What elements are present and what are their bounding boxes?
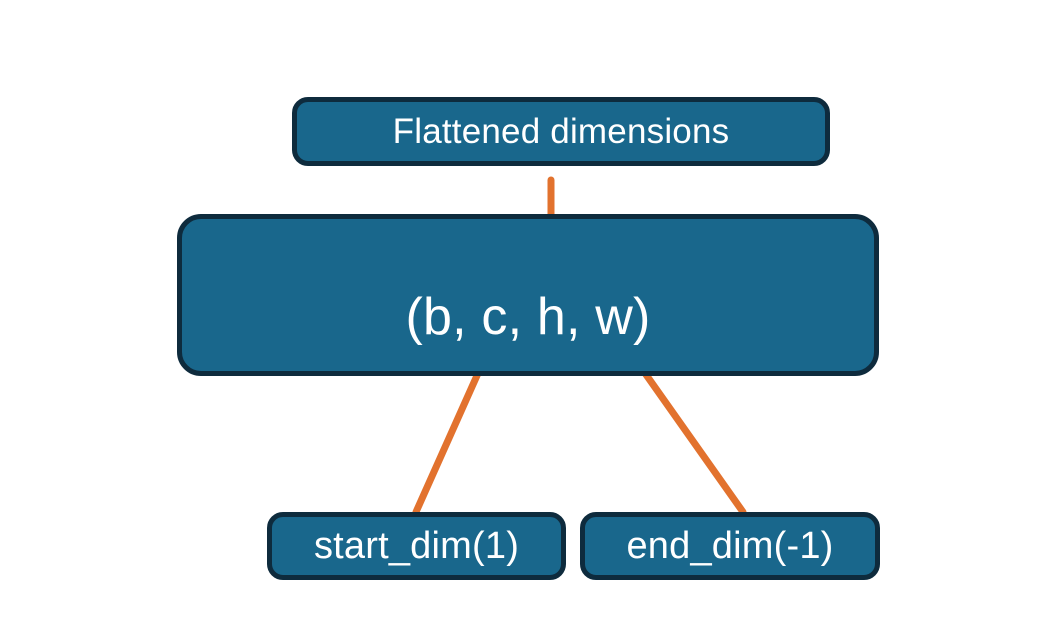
node-flattened-dimensions: Flattened dimensions [292,97,830,166]
node-end-dim: end_dim(-1) [580,512,880,580]
node-start-dim: start_dim(1) [267,512,566,580]
node-tensor-shape: (b, c, h, w) [177,214,879,376]
node-tensor-shape-label: (b, c, h, w) [405,288,651,346]
node-flattened-dimensions-label: Flattened dimensions [392,111,730,151]
node-end-dim-label: end_dim(-1) [626,524,834,567]
node-start-dim-label: start_dim(1) [313,524,520,567]
